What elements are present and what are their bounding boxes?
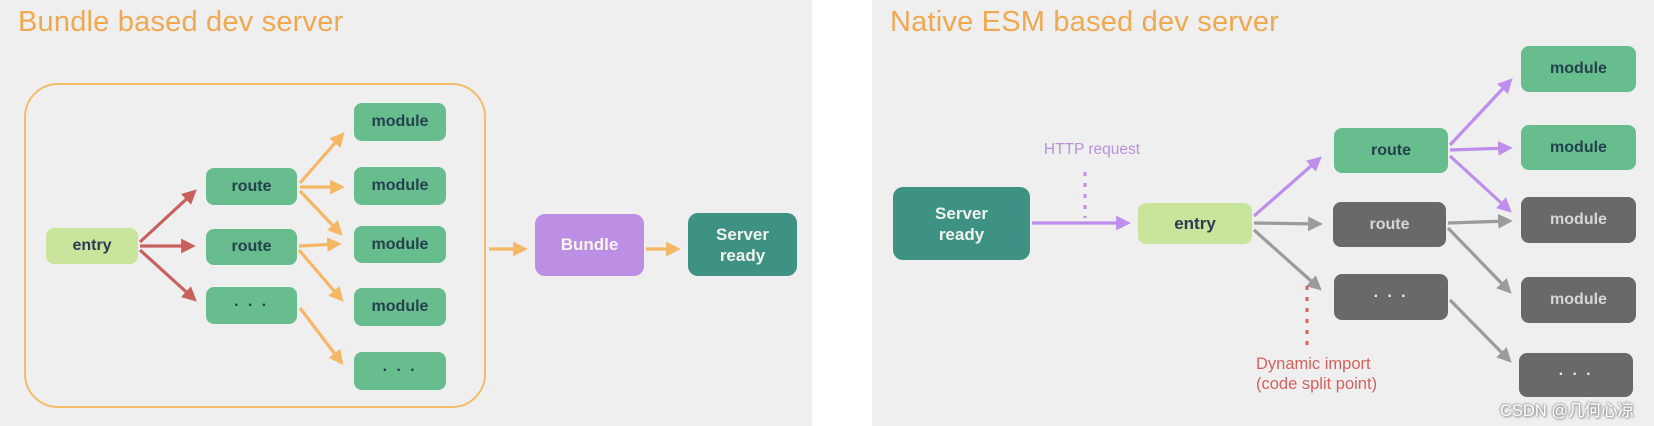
right-module-ellipsis-box: · · · xyxy=(1519,353,1633,397)
right-panel-title: Native ESM based dev server xyxy=(890,6,1280,38)
dynamic-import-label: Dynamic import (code split point) xyxy=(1256,355,1377,394)
right-route-ellipsis-box: · · · xyxy=(1334,274,1448,320)
left-server-ready-box: Server ready xyxy=(688,213,797,276)
left-module-box-3: module xyxy=(354,226,446,263)
left-module-ellipsis-box: · · · xyxy=(354,352,446,390)
left-route-label-2: route xyxy=(231,238,272,255)
right-route-box-2: route xyxy=(1333,202,1446,247)
right-module-label-3: module xyxy=(1550,211,1607,228)
bundle-label: Bundle xyxy=(560,235,619,254)
left-route-box-2: route xyxy=(206,229,297,265)
left-route-box-1: route xyxy=(206,168,297,205)
left-module-ellipsis-label: · · · xyxy=(382,362,418,379)
left-panel-title: Bundle based dev server xyxy=(18,6,344,38)
left-module-label-4: module xyxy=(371,298,429,315)
bundle-based-panel: Bundle based dev server xyxy=(0,0,812,426)
csdn-watermark: CSDN @几何心凉 xyxy=(1500,402,1635,420)
left-route-ellipsis-box: · · · xyxy=(206,287,297,324)
right-route-label-2: route xyxy=(1369,215,1410,233)
right-route-ellipsis-label: · · · xyxy=(1373,288,1409,305)
left-module-box-2: module xyxy=(354,167,446,205)
right-module-box-1: module xyxy=(1521,46,1636,92)
left-module-label-3: module xyxy=(371,235,429,253)
left-module-box-4: module xyxy=(354,288,446,326)
dynamic-import-line2: (code split point) xyxy=(1256,374,1378,393)
http-request-label: HTTP request xyxy=(1043,141,1141,158)
left-module-label-1: module xyxy=(371,113,429,130)
right-module-box-4: module xyxy=(1521,277,1636,323)
bundle-scope-border xyxy=(24,83,486,408)
dynamic-import-line1: Dynamic import xyxy=(1256,355,1371,373)
right-server-ready-box: Server ready xyxy=(893,187,1030,260)
right-entry-box: entry xyxy=(1138,203,1252,244)
right-module-label-4: module xyxy=(1550,291,1607,308)
left-route-label-1: route xyxy=(231,177,272,195)
right-server-ready-line1: Server xyxy=(935,203,988,223)
left-entry-label: entry xyxy=(72,237,112,254)
right-module-box-3: module xyxy=(1521,197,1636,243)
right-module-ellipsis-label: · · · xyxy=(1558,366,1594,383)
right-module-label-2: module xyxy=(1550,138,1607,156)
left-module-label-2: module xyxy=(371,177,429,194)
left-route-ellipsis-label: · · · xyxy=(234,296,269,314)
right-module-label-1: module xyxy=(1550,60,1607,77)
right-entry-label: entry xyxy=(1174,213,1216,233)
left-entry-box: entry xyxy=(46,228,138,264)
right-route-label-1: route xyxy=(1371,141,1411,159)
right-module-box-2: module xyxy=(1521,125,1636,170)
left-module-box-1: module xyxy=(354,103,446,141)
left-server-ready-line1: Server xyxy=(716,224,769,244)
right-server-ready-line2: ready xyxy=(938,224,985,244)
right-route-box-1: route xyxy=(1334,128,1448,173)
bundle-box: Bundle xyxy=(535,214,644,276)
native-esm-panel: Native ESM based dev server xyxy=(872,0,1654,426)
left-server-ready-line2: ready xyxy=(719,245,766,265)
